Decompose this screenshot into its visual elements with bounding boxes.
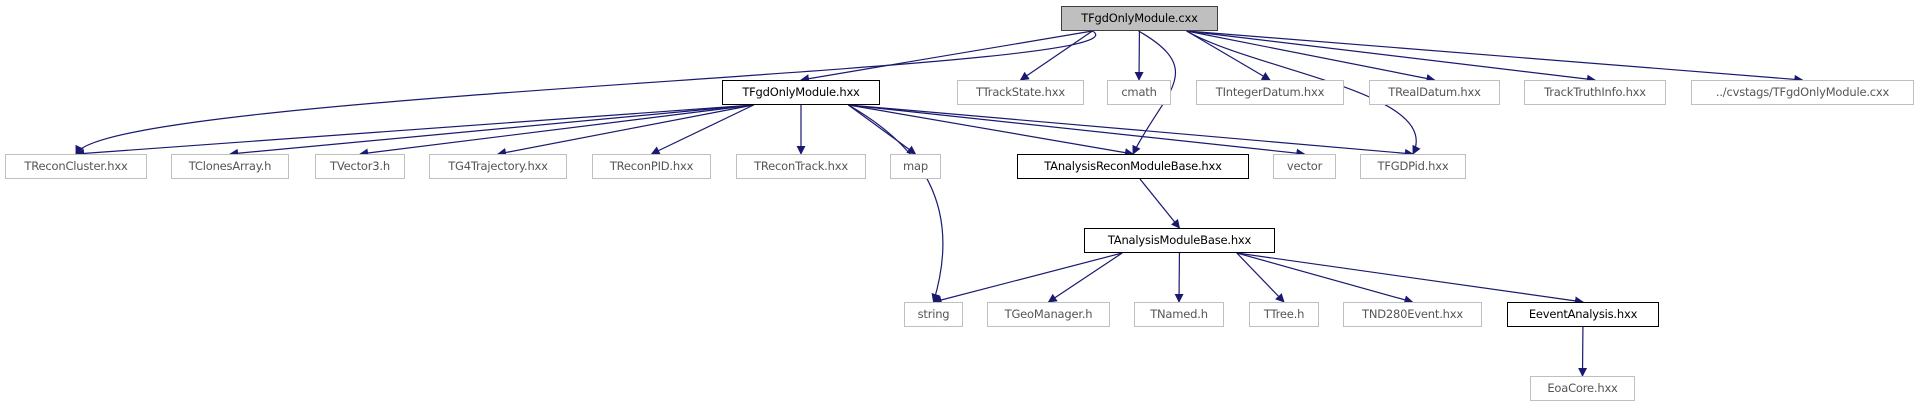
node-eoacore[interactable]: EoaCore.hxx — [1530, 376, 1635, 401]
edge-hxx-to-reconcluster — [75, 104, 754, 158]
edge-armb-to-amb — [1139, 178, 1181, 229]
node-reconpid[interactable]: TReconPID.hxx — [592, 154, 711, 179]
node-vector3[interactable]: TVector3.h — [315, 154, 405, 179]
edge-hxx-to-vector — [848, 104, 1306, 158]
edge-amb-to-geomanager — [1047, 252, 1123, 303]
edge-cxx-to-armb — [1132, 30, 1177, 155]
edge-amb-to-tree — [1236, 252, 1285, 303]
edge-hxx-to-vector3 — [359, 104, 754, 158]
edge-amb-to-string — [932, 252, 1123, 305]
edge-hxx-to-string — [848, 104, 944, 303]
node-recontrack[interactable]: TReconTrack.hxx — [736, 154, 866, 179]
node-g4traj[interactable]: TG4Trajectory.hxx — [429, 154, 567, 179]
node-eevent[interactable]: EeventAnalysis.hxx — [1507, 302, 1659, 327]
node-string[interactable]: string — [904, 302, 963, 327]
node-reconcluster[interactable]: TReconCluster.hxx — [5, 154, 147, 179]
edge-hxx-to-g4traj — [497, 104, 754, 157]
node-geomanager[interactable]: TGeoManager.h — [987, 302, 1110, 327]
node-realdatum[interactable]: TRealDatum.hxx — [1369, 80, 1500, 105]
node-trackstate[interactable]: TTrackState.hxx — [957, 80, 1084, 105]
edge-cxx-to-trackstate — [1019, 30, 1093, 81]
edge-hxx-to-clonesarray — [229, 104, 754, 158]
node-intdatum[interactable]: TIntegerDatum.hxx — [1196, 80, 1344, 105]
node-hxx[interactable]: TFgdOnlyModule.hxx — [722, 80, 880, 105]
edge-hxx-to-armb — [848, 104, 1134, 158]
node-named[interactable]: TNamed.h — [1134, 302, 1224, 327]
edge-cxx-to-cvstags — [1186, 30, 1804, 84]
node-clonesarray[interactable]: TClonesArray.h — [171, 154, 289, 179]
edge-hxx-to-fgdpid — [848, 104, 1414, 158]
edge-cxx-to-tracktruth — [1186, 30, 1596, 84]
node-nd280event[interactable]: TND280Event.hxx — [1343, 302, 1482, 327]
edge-cxx-to-hxx — [800, 30, 1093, 84]
node-cxx[interactable]: TFgdOnlyModule.cxx — [1061, 6, 1218, 31]
node-map[interactable]: map — [890, 154, 941, 179]
node-vector[interactable]: vector — [1273, 154, 1336, 179]
edge-amb-to-eevent — [1236, 252, 1584, 306]
node-amb[interactable]: TAnalysisModuleBase.hxx — [1084, 228, 1275, 253]
edge-cxx-to-intdatum — [1186, 30, 1271, 81]
node-tracktruth[interactable]: TrackTruthInfo.hxx — [1524, 80, 1666, 105]
edge-amb-to-nd280event — [1236, 252, 1414, 305]
node-armb[interactable]: TAnalysisReconModuleBase.hxx — [1017, 154, 1249, 179]
node-fgdpid[interactable]: TFGDPid.hxx — [1360, 154, 1466, 179]
edge-hxx-to-map — [848, 104, 917, 155]
edge-cxx-to-realdatum — [1186, 30, 1436, 83]
node-tree[interactable]: TTree.h — [1249, 302, 1319, 327]
edge-cxx-to-reconcluster — [75, 30, 1097, 155]
node-cvstags[interactable]: ../cvstags/TFgdOnlyModule.cxx — [1691, 80, 1914, 105]
edge-hxx-to-reconpid — [650, 104, 754, 155]
node-cmath[interactable]: cmath — [1107, 80, 1171, 105]
